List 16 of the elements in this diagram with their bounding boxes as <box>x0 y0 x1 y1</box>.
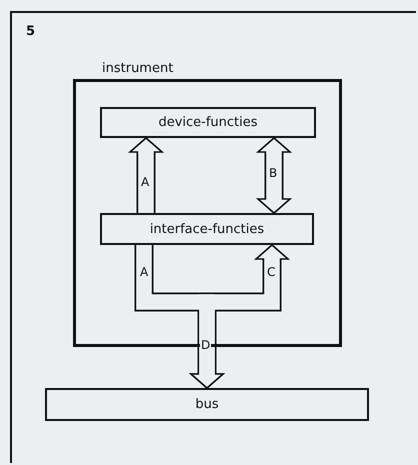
process-box <box>100 107 316 138</box>
edge-label: A <box>139 265 150 279</box>
edge-label: C <box>266 265 276 279</box>
bus-label: D <box>200 338 212 352</box>
process-box <box>45 388 369 421</box>
box-label: interface-functies <box>150 222 264 236</box>
arrow <box>129 137 163 213</box>
box-label: bus <box>195 397 219 412</box>
edge-label: A <box>140 175 150 189</box>
group-heading: instrument <box>102 61 174 76</box>
edge-label: B <box>268 166 278 180</box>
process-box <box>100 213 314 245</box>
arrow <box>257 137 291 214</box>
box-label: device-functies <box>158 115 258 130</box>
arrow <box>190 244 289 389</box>
figure-number: 5 <box>26 24 36 39</box>
